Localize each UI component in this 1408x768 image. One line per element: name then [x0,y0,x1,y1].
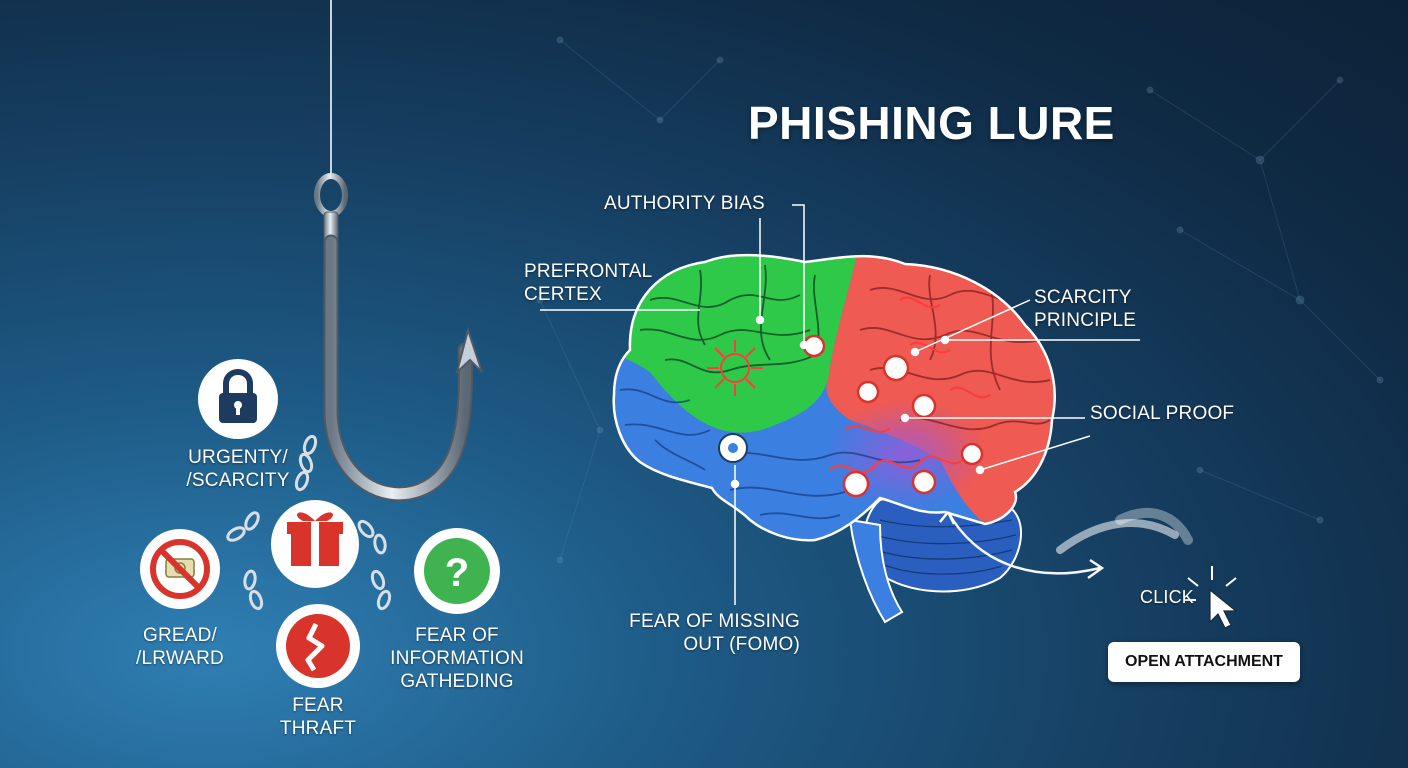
label-fear-threat: FEAR THRAFT [279,695,357,739]
click-label: CLICK [1140,587,1195,607]
label-social-proof: SOCIAL PROOF [1090,403,1235,424]
chain-links [226,434,392,611]
network-background [536,36,1384,564]
label-greed-reward: GREAD/ /LRWARD [136,625,224,669]
open-attachment-button[interactable]: OPEN ATTACHMENT [1108,642,1300,682]
leader-lines [540,204,1140,605]
label-prefrontal-cortex: PREFRONTAL CERTEX [524,261,653,305]
no-money-icon [140,529,220,609]
gift-icon [271,500,359,588]
brain-stem [848,518,904,624]
page-title: PHISHING LURE [748,97,1115,149]
svg-text:?: ? [445,551,469,595]
fishing-hook-icon [314,0,483,502]
padlock-icon [198,359,278,439]
label-information-gathering: FEAR OF INFORMATION GATHEDING [390,625,524,692]
label-fomo: FEAR OF MISSING OUT (FOMO) [629,611,800,655]
label-scarcity-principle: SCARCITY PRINCIPLE [1034,287,1137,331]
brain-illustration [612,253,1056,624]
mouse-cursor-icon [1184,566,1238,629]
curved-arrows [939,507,1193,580]
label-urgency-scarcity: URGENTY/ /SCARCITY [186,447,290,491]
frontal-lobe [613,255,860,433]
label-authority-bias: AUTHORITY BIAS [604,193,765,214]
broken-heart-icon [276,604,360,688]
question-mark-icon: ? [414,528,500,614]
parietal-lobe [826,255,1055,541]
